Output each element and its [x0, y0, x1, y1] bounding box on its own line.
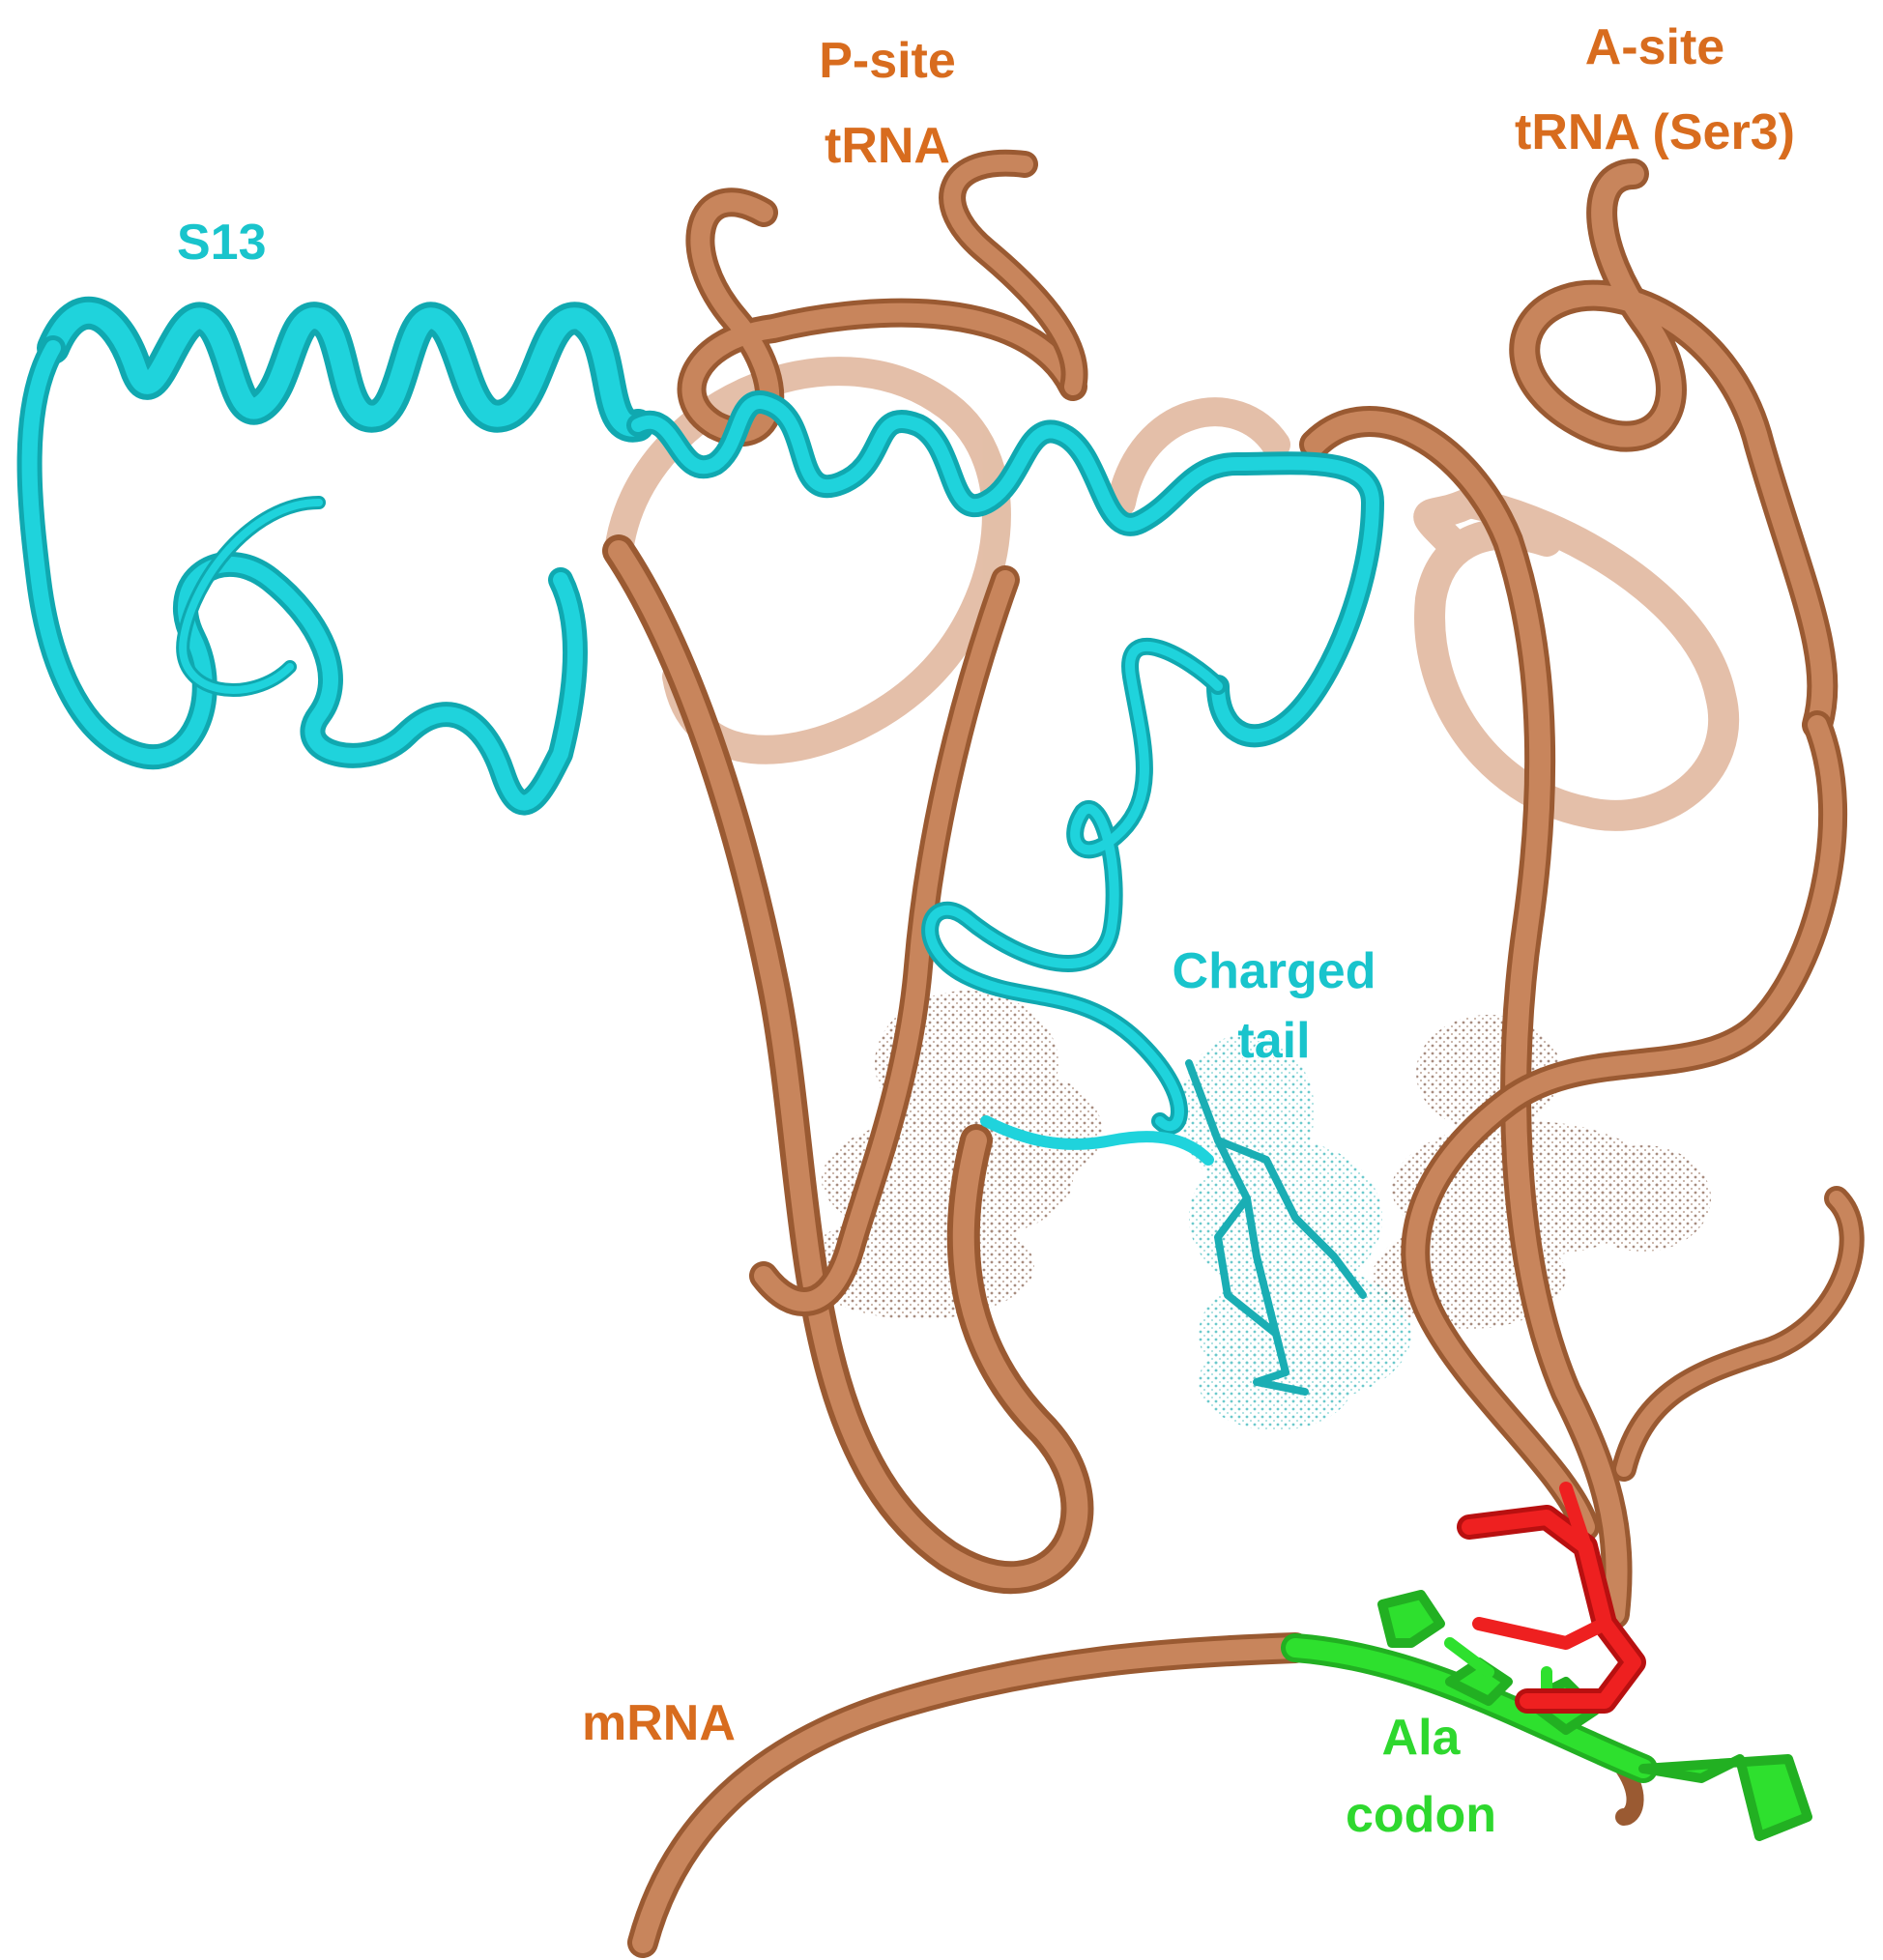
label-mrna: mRNA [582, 1695, 736, 1751]
a-site-trna-ribbon [1299, 159, 1865, 1629]
label-a-site-line2: tRNA (Ser3) [1515, 104, 1795, 160]
charged-tail-sticks [1185, 1059, 1367, 1396]
charged-tail-mesh [1179, 1034, 1411, 1430]
label-a-site-line1: A-site [1585, 19, 1724, 75]
a-site-trna-back-ribbon [1413, 486, 1740, 831]
label-p-site-line2: tRNA [825, 118, 950, 174]
p-site-trna-ribbon [602, 149, 1094, 1594]
label-s13: S13 [177, 215, 267, 271]
label-ala-line2: codon [1346, 1787, 1496, 1843]
label-ala-line1: Ala [1382, 1710, 1462, 1766]
anticodon-nucleotides [1457, 1482, 1646, 1714]
label-p-site-line1: P-site [819, 33, 956, 89]
label-charged-line2: tail [1237, 1013, 1310, 1069]
p-site-trna-back-ribbon [604, 357, 1290, 764]
label-charged-line1: Charged [1173, 943, 1376, 999]
s13-protein-ribbon [16, 296, 1384, 1166]
